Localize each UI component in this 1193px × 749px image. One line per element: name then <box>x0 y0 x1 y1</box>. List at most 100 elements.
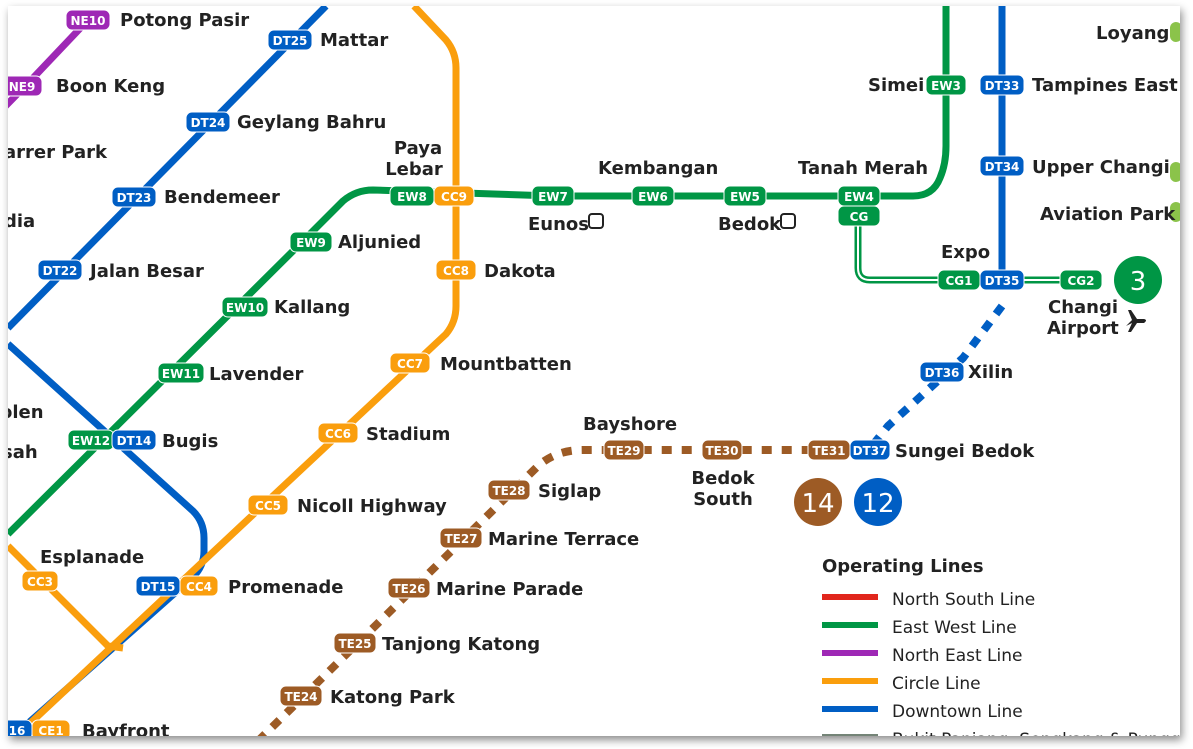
station-code-ew3[interactable]: EW3 <box>925 74 967 96</box>
station-code-ew7[interactable]: EW7 <box>531 185 575 207</box>
station-label-eunos: Eunos <box>528 214 589 235</box>
svg-text:CC5: CC5 <box>255 499 281 513</box>
svg-text:CC4: CC4 <box>186 580 212 594</box>
station-label-esplanade: Esplanade <box>40 547 144 568</box>
station-code-dt34[interactable]: DT34 <box>979 155 1025 177</box>
station-code-dt35[interactable]: DT35 <box>979 269 1025 291</box>
station-code-te28[interactable]: TE28 <box>487 479 531 501</box>
legend-title: Operating Lines <box>822 556 984 577</box>
station-code-te24[interactable]: TE24 <box>279 685 323 707</box>
svg-text:DT33: DT33 <box>985 79 1020 93</box>
station-code-cc6[interactable]: CC6 <box>317 422 359 444</box>
legend-item-label: Downtown Line <box>892 702 1023 722</box>
svg-text:3: 3 <box>1130 267 1147 297</box>
station-label-kembangan: Kembangan <box>598 158 718 179</box>
legend-swatch <box>822 594 878 600</box>
station-code-te26[interactable]: TE26 <box>387 577 431 599</box>
svg-text:DT37: DT37 <box>853 444 888 458</box>
station-code-cg2[interactable]: CG2 <box>1059 269 1103 291</box>
station-label-siglap: Siglap <box>538 481 601 502</box>
station-code-cc3[interactable]: CC3 <box>21 570 59 592</box>
svg-text:CE1: CE1 <box>38 724 63 736</box>
station-code-dt16[interactable]: 16 <box>8 719 33 736</box>
svg-text:DT23: DT23 <box>117 191 152 205</box>
station-code-te30[interactable]: TE30 <box>701 439 743 461</box>
station-code-cc5[interactable]: CC5 <box>247 494 289 516</box>
svg-text:EW6: EW6 <box>638 190 668 204</box>
station-code-cg1[interactable]: CG1 <box>937 269 981 291</box>
svg-text:14: 14 <box>801 489 834 519</box>
station-label-expo: Expo <box>941 242 990 263</box>
station-label-farrer-park: arrer Park <box>8 142 108 163</box>
svg-text:EW12: EW12 <box>72 434 110 448</box>
station-code-te27[interactable]: TE27 <box>439 527 483 549</box>
svg-text:CG2: CG2 <box>1067 274 1094 288</box>
svg-text:DT15: DT15 <box>141 580 176 594</box>
station-label-nicoll-highway: Nicoll Highway <box>297 496 447 517</box>
station-label-xilin: Xilin <box>968 362 1013 383</box>
legend-swatch <box>822 734 878 736</box>
station-code-dt23[interactable]: DT23 <box>111 186 157 208</box>
svg-text:TE26: TE26 <box>392 582 425 596</box>
svg-text:NE10: NE10 <box>71 14 106 28</box>
station-code-cc9[interactable]: CC9 <box>433 185 475 207</box>
station-code-cc4[interactable]: CC4 <box>179 575 219 597</box>
station-label-bugis: Bugis <box>162 431 218 452</box>
station-code-dt25[interactable]: DT25 <box>267 29 313 51</box>
station-code-ce1[interactable]: CE1 <box>31 719 71 736</box>
legend-item-label: East West Line <box>892 618 1017 638</box>
station-code-ew8[interactable]: EW8 <box>389 185 435 207</box>
svg-text:DT36: DT36 <box>925 366 960 380</box>
station-label-marine-parade: Marine Parade <box>436 579 583 600</box>
station-code-dt22[interactable]: DT22 <box>37 259 83 281</box>
svg-text:16: 16 <box>9 724 26 736</box>
svg-text:EW9: EW9 <box>296 236 326 250</box>
station-code-dt15[interactable]: DT15 <box>135 575 181 597</box>
station-code-ew6[interactable]: EW6 <box>631 185 675 207</box>
svg-text:DT14: DT14 <box>117 434 152 448</box>
east-west-line <box>8 6 950 537</box>
svg-text:CC9: CC9 <box>441 190 467 204</box>
station-label-upper-changi: Upper Changi <box>1032 157 1170 178</box>
station-code-ew5[interactable]: EW5 <box>723 185 767 207</box>
station-code-ew11[interactable]: EW11 <box>157 362 205 384</box>
station-code-te29[interactable]: TE29 <box>603 439 645 461</box>
svg-text:DT24: DT24 <box>191 116 226 130</box>
svg-text:TE28: TE28 <box>492 484 525 498</box>
station-code-ne10[interactable]: NE10 <box>65 9 111 31</box>
bus-interchange-icon <box>780 213 796 229</box>
station-label-kallang: Kallang <box>274 297 350 318</box>
station-code-dt14[interactable]: DT14 <box>111 429 157 451</box>
station-label-bedok: Bedok <box>691 468 755 489</box>
station-code-dt37[interactable]: DT37 <box>849 439 891 461</box>
station-code-dt33[interactable]: DT33 <box>979 74 1025 96</box>
svg-text:TE27: TE27 <box>444 532 477 546</box>
svg-text:CG1: CG1 <box>945 274 972 288</box>
station-code-dt24[interactable]: DT24 <box>185 111 231 133</box>
station-code-cc7[interactable]: CC7 <box>389 352 431 374</box>
station-code-ew4[interactable]: EW4 <box>837 185 881 207</box>
station-code-te31[interactable]: TE31 <box>807 439 851 461</box>
station-code-cc8[interactable]: CC8 <box>435 259 477 281</box>
station-label-simei: Simei <box>868 75 924 96</box>
station-code-ne9[interactable]: NE9 <box>8 75 43 97</box>
svg-text:TE25: TE25 <box>338 637 371 651</box>
svg-text:EW3: EW3 <box>931 79 961 93</box>
station-code-ew12[interactable]: EW12 <box>67 429 115 451</box>
svg-text:EW11: EW11 <box>162 367 200 381</box>
station-code-cg[interactable]: CG <box>837 205 881 227</box>
legend-swatch <box>822 650 878 656</box>
legend-item-label: North East Line <box>892 646 1022 666</box>
station-code-te25[interactable]: TE25 <box>333 632 377 654</box>
station-label-paya: Paya <box>394 138 442 159</box>
station-code-ew9[interactable]: EW9 <box>289 231 333 253</box>
svg-text:CC6: CC6 <box>325 427 351 441</box>
station-code-ew10[interactable]: EW10 <box>221 296 269 318</box>
downtown-line-lower <box>8 341 208 736</box>
te-line-number: 14 <box>794 478 842 526</box>
svg-text:CC3: CC3 <box>27 575 53 589</box>
station-label-tampines-east: Tampines East <box>1032 75 1178 96</box>
svg-text:TE24: TE24 <box>284 690 317 704</box>
station-code-dt36[interactable]: DT36 <box>919 361 965 383</box>
